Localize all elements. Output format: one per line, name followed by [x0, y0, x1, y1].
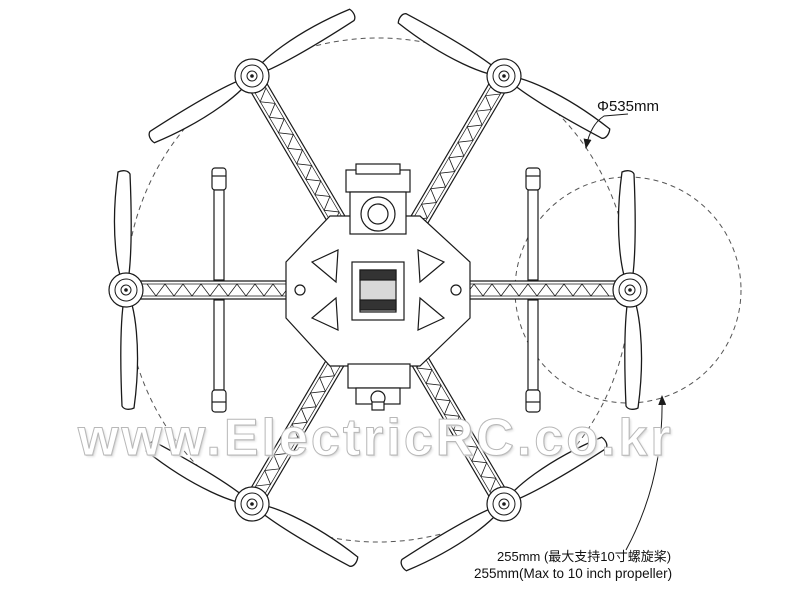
propeller-icon: [624, 288, 643, 410]
flight-controller: [351, 261, 405, 321]
rotor-3: [108, 170, 144, 410]
watermark: www.ElectricRC.co.kr: [78, 409, 674, 468]
diameter-arrow-icon: [583, 113, 629, 149]
propeller-icon: [502, 75, 611, 139]
top-mount: [345, 163, 411, 235]
frame-arms: [139, 82, 617, 498]
propeller-icon: [397, 13, 506, 77]
propeller-icon: [250, 503, 359, 567]
propeller-icon: [145, 441, 254, 505]
rotor-5: [145, 441, 359, 567]
bottom-mount: [347, 363, 411, 411]
propeller-icon: [617, 170, 636, 292]
rotor-4: [612, 170, 648, 410]
frame-diameter-label: Φ535mm: [597, 98, 659, 115]
rotor-1: [148, 8, 356, 144]
propeller-note-en: 255mm(Max to 10 inch propeller): [474, 566, 673, 581]
landing-gear-right: [525, 167, 541, 413]
propeller-icon: [250, 8, 356, 77]
rotor-6: [400, 436, 608, 572]
propeller-note-cn: 255mm (最大支持10寸螺旋桨): [497, 549, 672, 564]
propeller-icon: [113, 170, 132, 292]
rotor-2: [397, 13, 611, 139]
propeller-icon: [120, 288, 139, 410]
propeller-icon: [400, 503, 506, 572]
propeller-icon: [148, 75, 254, 144]
propeller-icon: [502, 436, 608, 505]
landing-gear-left: [211, 167, 227, 413]
rotors: [108, 8, 648, 572]
propeller-arrow-icon: [625, 395, 667, 551]
